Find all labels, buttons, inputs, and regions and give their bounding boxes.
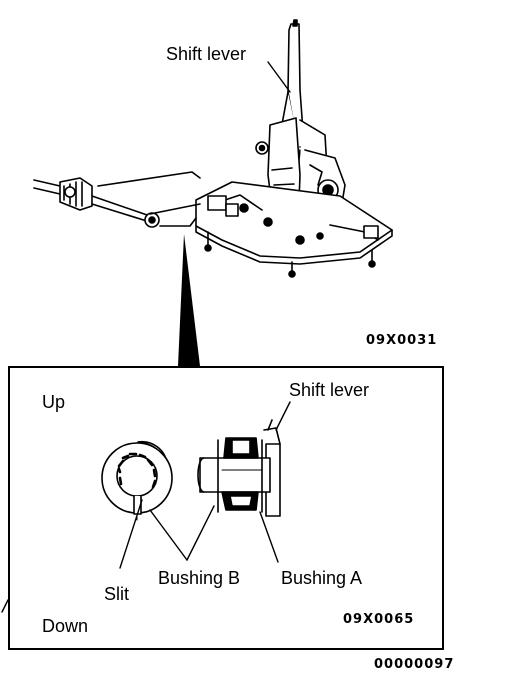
detail-inset-frame (8, 366, 444, 650)
bushing-detail-drawing (1, 401, 291, 613)
detail-shift-lever-label: Shift lever (289, 380, 370, 400)
detail-shift-lever-leader (275, 401, 291, 431)
slit-leader (119, 499, 143, 569)
page-code: 00000097 (374, 657, 455, 672)
slit-label: Slit (104, 584, 130, 604)
upper-shift-lever-leader (267, 61, 291, 93)
bushing-a-leader (259, 511, 279, 563)
bushing-b-label: Bushing B (158, 568, 241, 588)
bushing-b-leader-ring (149, 509, 188, 561)
upper-shift-lever-label: Shift lever (166, 44, 247, 64)
detail-figure-code: 09X0065 (343, 612, 415, 627)
bushing-b-leader-side (186, 505, 215, 561)
base-plate (195, 181, 393, 259)
upper-figure-code: 09X0031 (366, 333, 438, 348)
shift-mechanism-drawing (33, 19, 393, 278)
shift-cable (33, 179, 61, 195)
bushing-a-label: Bushing A (281, 568, 363, 588)
callout-pointer (178, 234, 200, 366)
up-label: Up (42, 392, 66, 412)
down-label: Down (42, 616, 89, 636)
